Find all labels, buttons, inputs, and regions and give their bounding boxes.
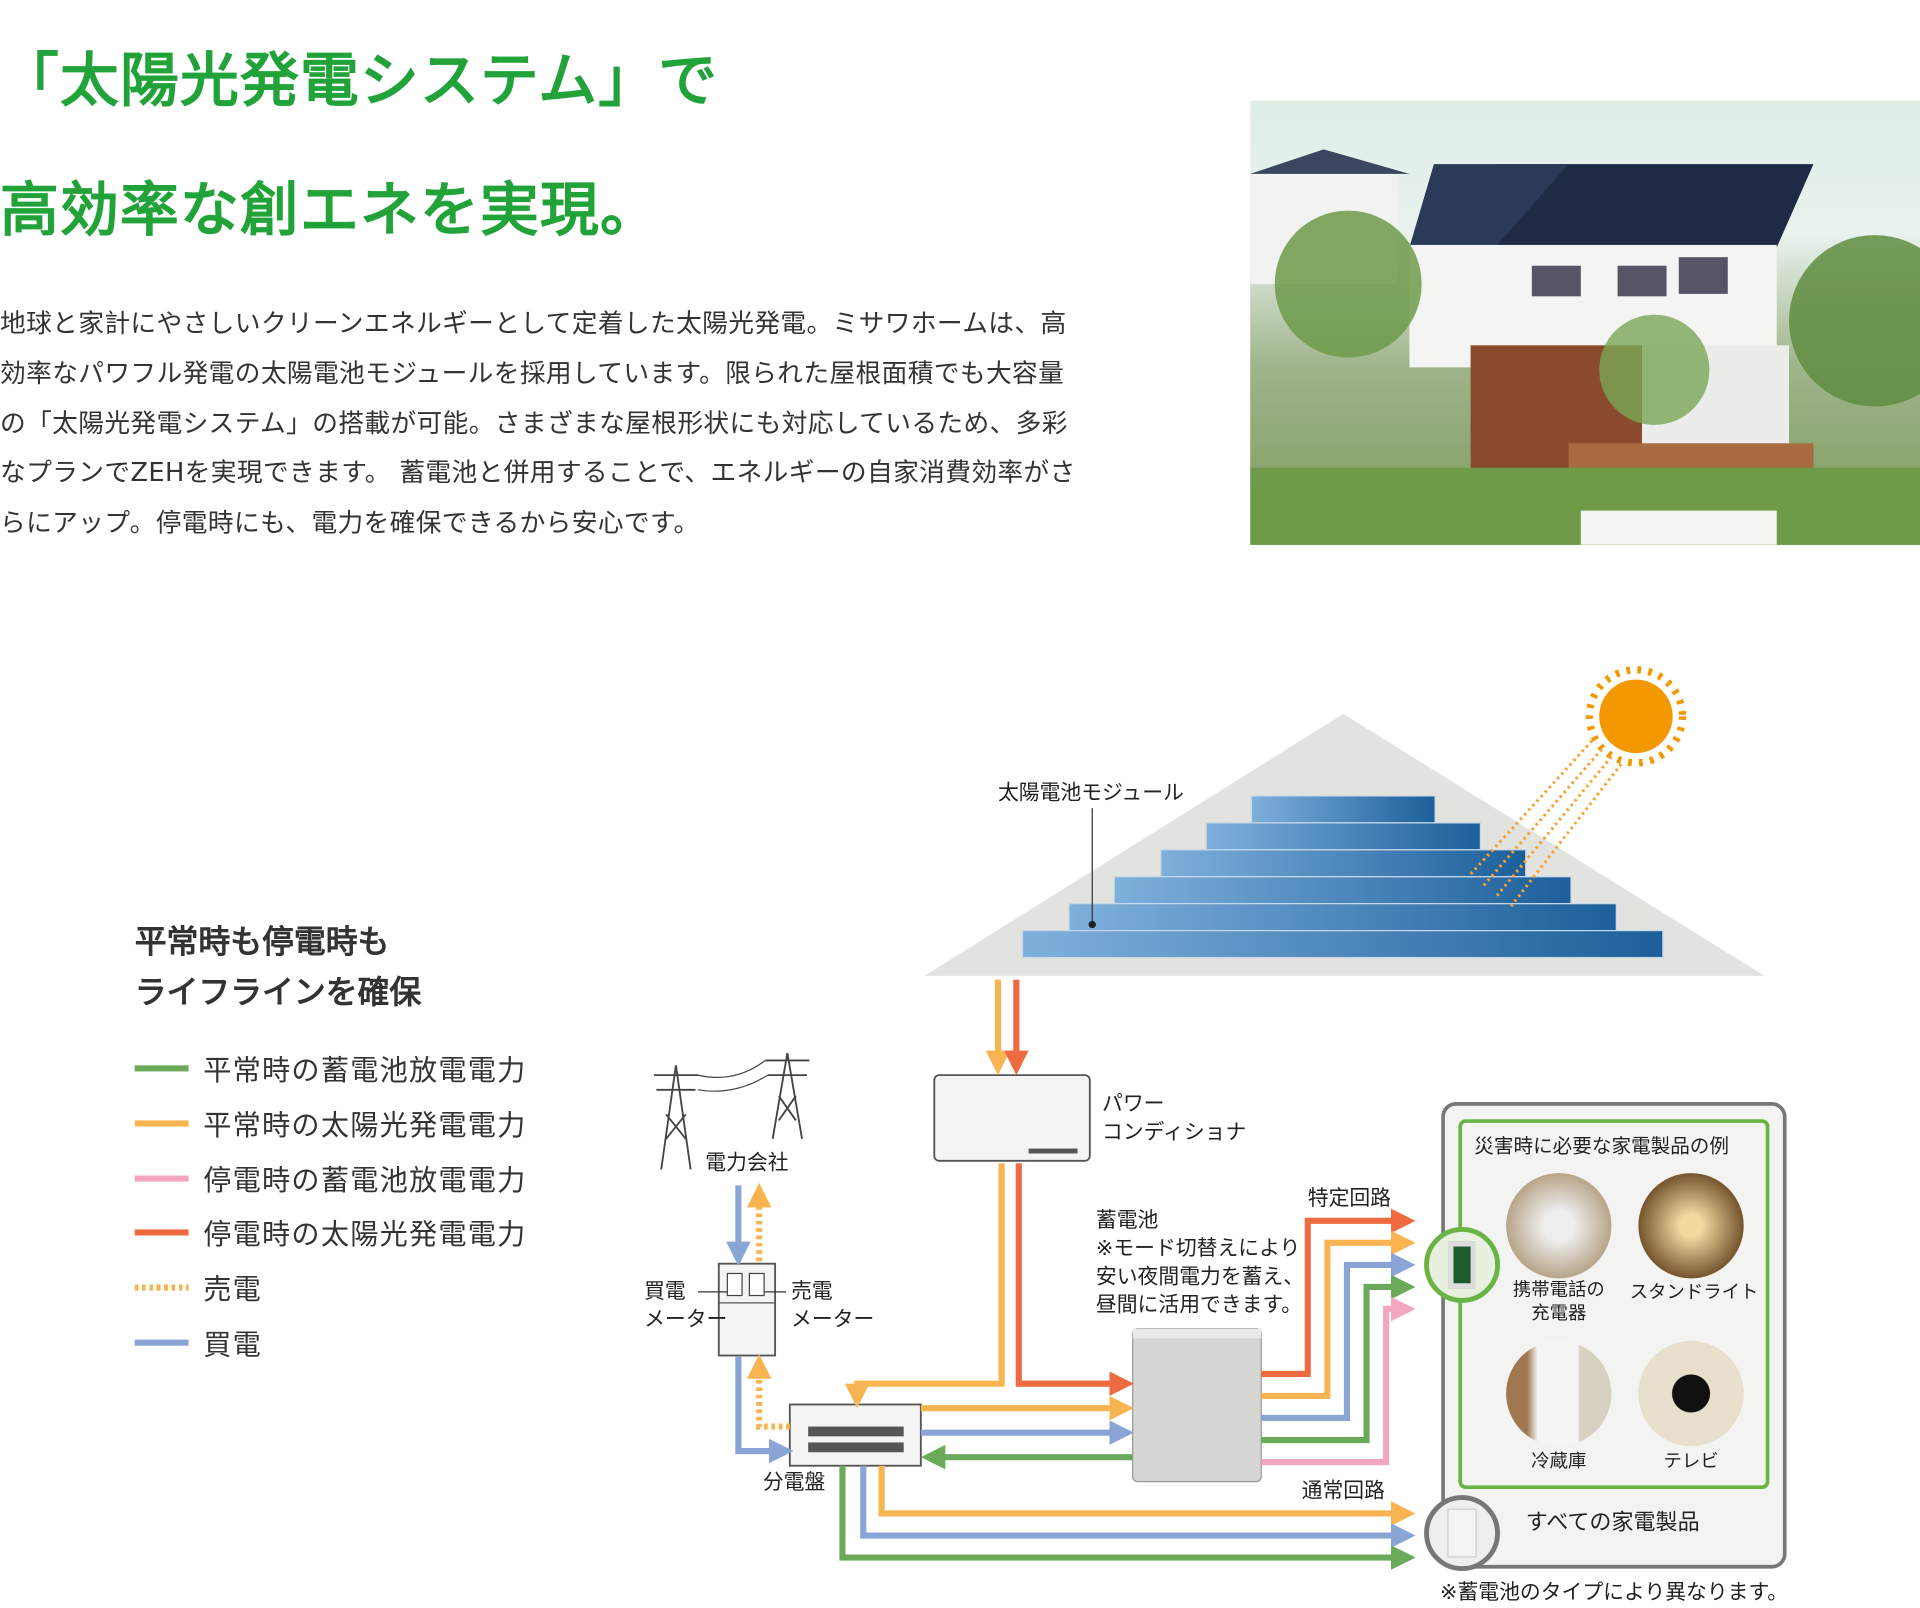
meter: [697, 1262, 787, 1357]
legend-label: 買電: [203, 1329, 263, 1362]
legend-label: 平常時の蓄電池放電電力: [203, 1055, 527, 1088]
intro-line: なプランでZEHを実現できます。 蓄電池と併用することで、エネルギーの自家消費効…: [0, 458, 1076, 488]
legend-item: 売電: [134, 1269, 263, 1307]
legend-item: 買電: [134, 1324, 263, 1362]
legend-label: 平常時の太陽光発電電力: [203, 1110, 527, 1143]
legend-label: 停電時の蓄電池放電電力: [203, 1165, 527, 1198]
power-conditioner: [933, 1074, 1091, 1162]
distribution-board-label: 分電盤: [762, 1470, 826, 1496]
appliance-label: 冷蔵庫: [1531, 1449, 1587, 1472]
legend-swatch: [134, 1283, 189, 1291]
diagram-heading: 平常時も停電時も ライフラインを確保: [135, 918, 422, 1018]
heading-line: ライフラインを確保: [134, 974, 422, 1012]
intro-paragraph: 地球と家計にやさしいクリーンエネルギーとして定着した太陽光発電。ミサワホームは、…: [0, 299, 1157, 549]
intro-line: の「太陽光発電システム」の搭載が可能。さまざまな屋根形状にも対応しているため、多…: [0, 408, 1068, 438]
dedicated-outlet-icon: [1424, 1226, 1501, 1303]
appliance-label: スタンドライト: [1629, 1280, 1759, 1303]
legend-swatch: [134, 1064, 189, 1071]
legend-item: 平常時の蓄電池放電電力: [134, 1049, 527, 1088]
normal-circuit-label: 通常回路: [1301, 1479, 1385, 1504]
headline-line2: 高効率な創エネを実現。: [0, 176, 661, 245]
appliance-label: 携帯電話の充電器: [1512, 1278, 1605, 1324]
television-image: [1638, 1340, 1744, 1447]
refrigerator-image: [1506, 1340, 1612, 1447]
emergency-appliances-box: [1458, 1119, 1770, 1489]
legend-item: 平常時の太陽光発電電力: [134, 1104, 527, 1143]
appliances-panel: [1441, 1102, 1787, 1569]
house-photo: [1250, 100, 1920, 545]
all-appliances-label: すべての家電製品: [1525, 1509, 1700, 1536]
battery-label: 蓄電池※モード切替えにより安い夜間電力を蓄え、昼間に活用できます。: [1095, 1208, 1305, 1318]
battery-type-note: ※蓄電池のタイプにより異なります。: [1440, 1580, 1789, 1606]
sell-meter-label: 売電メーター: [791, 1279, 875, 1333]
pcs-label: パワーコンディショナ: [1102, 1092, 1247, 1145]
legend-item: 停電時の蓄電池放電電力: [134, 1160, 527, 1198]
legend-label: 売電: [203, 1274, 263, 1307]
phone-charger-image: [1506, 1173, 1612, 1279]
specific-circuit-label: 特定回路: [1307, 1186, 1392, 1212]
legend-swatch: [134, 1338, 189, 1346]
sun-icon: [1585, 666, 1687, 767]
power-tower-icon: [653, 1052, 810, 1170]
battery: [1132, 1327, 1262, 1483]
distribution-board: [788, 1403, 922, 1467]
legend-label: 停電時の太陽光発電電力: [203, 1219, 527, 1252]
outlet-icon: [1424, 1495, 1501, 1572]
solar-module-label: 太陽電池モジュール: [997, 781, 1184, 806]
solar-panels: [1021, 795, 1664, 959]
legend-item: 停電時の太陽光発電電力: [134, 1213, 527, 1252]
legend-swatch: [134, 1174, 189, 1182]
legend-swatch: [134, 1119, 189, 1126]
legend-swatch: [134, 1228, 189, 1235]
intro-line: 効率なパワフル発電の太陽電池モジュールを採用しています。限られた屋根面積でも大容…: [0, 358, 1065, 388]
stand-light-image: [1638, 1173, 1744, 1279]
appliance-label: テレビ: [1663, 1449, 1719, 1472]
power-company-label: 電力会社: [705, 1151, 789, 1176]
intro-line: らにアップ。停電時にも、電力を確保できるから安心です。: [0, 508, 700, 538]
heading-line: 平常時も停電時も: [134, 924, 390, 962]
appliances-title: 災害時に必要な家電製品の例: [1474, 1133, 1730, 1158]
headline-line1: 「太陽光発電システム」で: [0, 46, 719, 116]
intro-line: 地球と家計にやさしいクリーンエネルギーとして定着した太陽光発電。ミサワホームは、…: [0, 308, 1067, 338]
buy-meter-label: 買電メーター: [644, 1279, 728, 1333]
